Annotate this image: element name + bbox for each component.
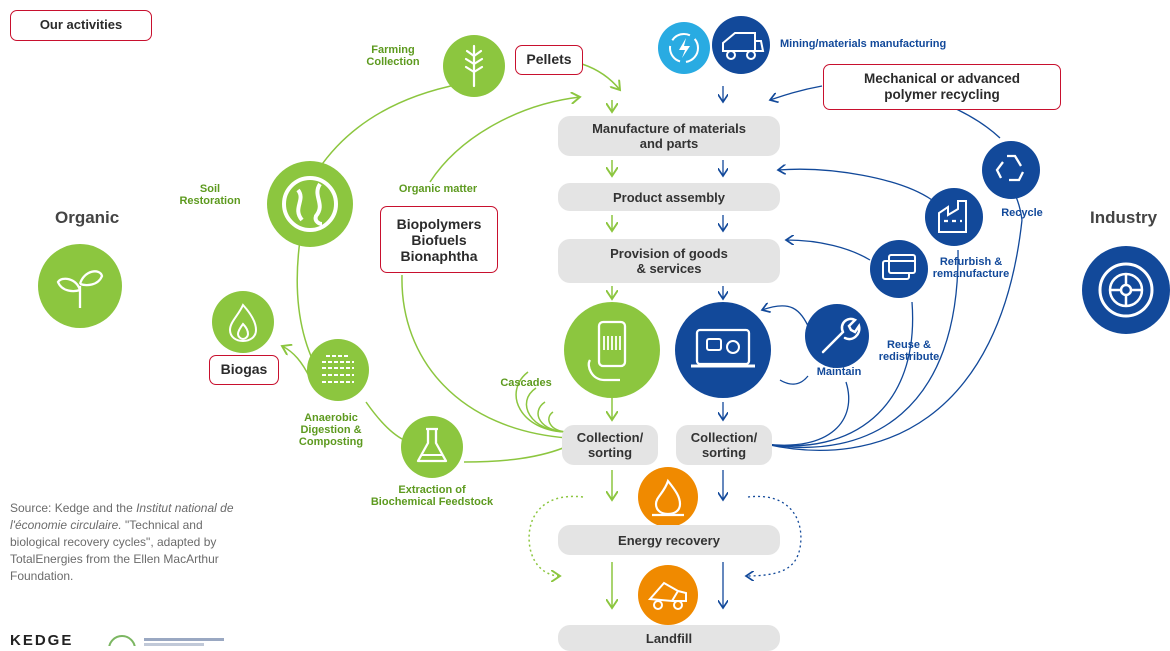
wheel-icon [1082, 246, 1170, 334]
laptop-chat-icon [675, 302, 771, 398]
cascades-label: Cascades [500, 377, 552, 389]
kedge-logo: KEDGE [10, 634, 74, 646]
mechanical-recycling-box: Mechanical or advanced polymer recycling [823, 64, 1061, 110]
leaf-icon [38, 244, 122, 328]
flame-icon [212, 291, 274, 353]
blue-flows [723, 85, 1023, 608]
pellets-box: Pellets [515, 45, 583, 75]
energy-cycle-icon [658, 22, 710, 74]
globe-icon [267, 161, 353, 247]
wrench-icon [805, 304, 869, 368]
organic-matter-label: Organic matter [398, 183, 478, 195]
farming-collection-label: Farming Collection [366, 44, 420, 68]
assembly-box: Product assembly [558, 183, 780, 211]
collection-left-box: Collection/ sorting [562, 425, 658, 465]
cards-icon [870, 240, 928, 298]
organic-title: Organic [55, 208, 120, 227]
flask-icon [401, 416, 463, 478]
biogas-box: Biogas [209, 355, 279, 385]
extraction-label: Extraction of Biochemical Feedstock [370, 484, 494, 508]
wheat-icon [443, 35, 505, 97]
mining-label: Mining/materials manufacturing [780, 38, 947, 50]
collection-right-box: Collection/ sorting [676, 425, 772, 465]
fire-icon [638, 467, 698, 527]
energy-recovery-box: Energy recovery [558, 525, 780, 555]
soil-restoration-label: Soil Restoration [179, 183, 241, 207]
soil-layers-icon [307, 339, 369, 401]
recycle-label: Recycle [1001, 207, 1043, 219]
factory-icon [925, 188, 983, 246]
landfill-box: Landfill [558, 625, 780, 651]
anaerobic-label: Anaerobic Digestion & Composting [298, 412, 364, 448]
mining-truck-icon [712, 16, 770, 74]
refurbish-label: Refurbish & remanufacture [932, 256, 1010, 280]
industry-title: Industry [1090, 208, 1158, 227]
phone-barcode-icon [564, 302, 660, 398]
maintain-label: Maintain [816, 366, 862, 378]
source-rest: "Technical and biological recovery cycle… [10, 518, 219, 583]
source-institut: Institut national de l'économie circulai… [10, 501, 234, 532]
institut-logo [106, 634, 236, 646]
reuse-label: Reuse & redistribute [878, 339, 940, 363]
icon-nodes [38, 16, 1170, 625]
our-activities-legend: Our activities [10, 10, 152, 41]
recycle-icon [982, 141, 1040, 199]
manufacture-box: Manufacture of materials and parts [558, 116, 780, 156]
dump-truck-icon [638, 565, 698, 625]
provision-box: Provision of goods & services [558, 239, 780, 283]
bio-products-box: Biopolymers Biofuels Bionaphtha [380, 206, 498, 273]
source-prefix: Source: Kedge and the [10, 501, 137, 515]
source-note: Source: Kedge and the Institut national … [10, 500, 250, 585]
